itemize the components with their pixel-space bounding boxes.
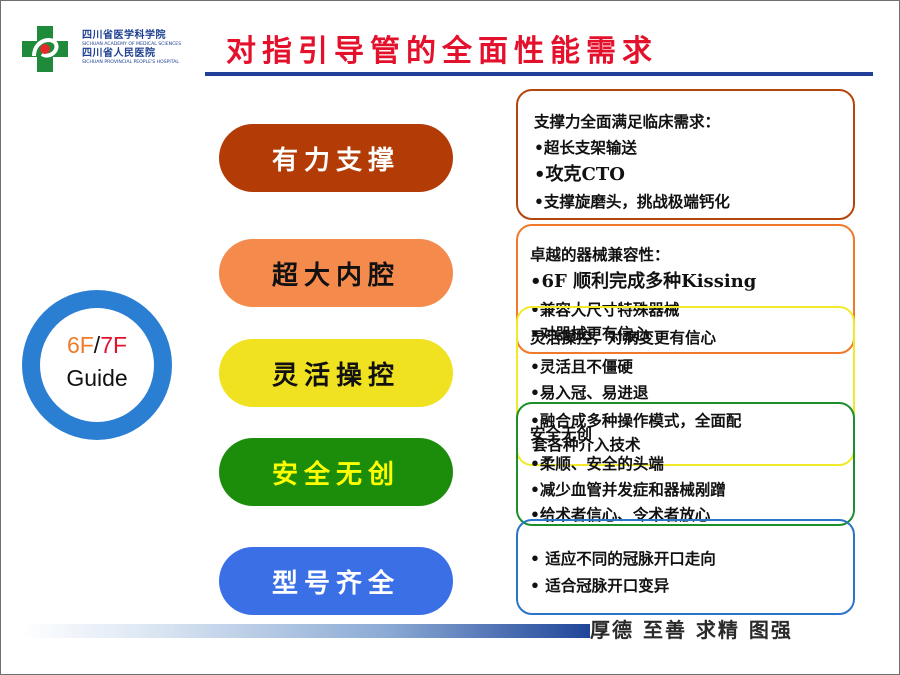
box-safety-item-3: •减少血管并发症和器械剐蹭 xyxy=(530,480,726,499)
box-control-item-2: •灵活且不僵硬 xyxy=(530,357,633,376)
pill-full-range: 型号齐全 xyxy=(219,547,453,615)
box-lumen-heading: 卓越的器械兼容性： xyxy=(530,245,670,264)
box-control-item-1: 灵活操控，对病变更有信心 xyxy=(530,328,717,347)
guide-size-slash: / xyxy=(93,332,101,358)
box-support xyxy=(516,89,855,220)
guide-size-label: 6F/7F xyxy=(40,332,154,359)
guide-size-7f: 7F xyxy=(100,332,128,358)
guide-size-6f: 6F xyxy=(66,332,94,358)
box-safety xyxy=(516,402,855,526)
box-safety-item-2: •柔顺、安全的头端 xyxy=(530,454,664,473)
box-safety-item-1: 安全无创 xyxy=(530,424,593,443)
box-control-item-3: •易入冠、易进退 xyxy=(530,383,649,402)
guide-label: Guide xyxy=(66,365,128,391)
box-control-item-5: 套各种介入技术 xyxy=(532,435,641,454)
hospital-name-cn-2: 四川省人民医院 xyxy=(82,48,156,59)
box-range-item-1: • 适应不同的冠脉开口走向 xyxy=(530,549,716,568)
pill-large-lumen: 超大内腔 xyxy=(219,239,453,307)
hospital-name: 四川省医学科学院 SICHUAN ACADEMY OF MEDICAL SCIE… xyxy=(82,30,202,66)
footer-motto: 厚德 至善 求精 图强 xyxy=(590,618,793,642)
box-lumen-item-1: •6F 顺利完成多种Kissing xyxy=(530,271,757,292)
title-underline xyxy=(205,72,873,76)
guide-ring-inner xyxy=(40,308,154,422)
box-control-item-4: •融合成多种操作模式，全面配 xyxy=(530,411,742,430)
box-range xyxy=(516,519,855,615)
box-support-item-2: •攻克CTO xyxy=(534,164,625,185)
box-support-item-1: •超长支架输送 xyxy=(534,138,637,157)
box-range-item-2: • 适合冠脉开口变异 xyxy=(530,576,670,595)
hospital-name-cn-1: 四川省医学科学院 xyxy=(82,30,166,41)
hospital-name-en-1: SICHUAN ACADEMY OF MEDICAL SCIENCES xyxy=(82,42,182,47)
box-lumen-item-3: •对器械更有信心 xyxy=(530,324,649,343)
page-title: 对指引导管的全面性能需求 xyxy=(226,34,658,69)
box-lumen xyxy=(516,224,855,354)
box-support-heading: 支撑力全面满足临床需求： xyxy=(534,112,721,131)
box-control xyxy=(516,306,855,466)
hospital-name-en-2: SICHUAN PROVINCIAL PEOPLE'S HOSPITAL xyxy=(82,60,179,65)
box-lumen-item-2: •兼容大尺寸特殊器械 xyxy=(530,300,680,319)
pill-safe-atraumatic: 安全无创 xyxy=(219,438,453,506)
box-support-item-3: •支撑旋磨头，挑战极端钙化 xyxy=(534,192,730,211)
pill-flexible-control: 灵活操控 xyxy=(219,339,453,407)
footer-gradient-bar xyxy=(20,624,590,638)
hospital-logo-icon xyxy=(22,26,68,72)
pill-strong-support: 有力支撑 xyxy=(219,124,453,192)
